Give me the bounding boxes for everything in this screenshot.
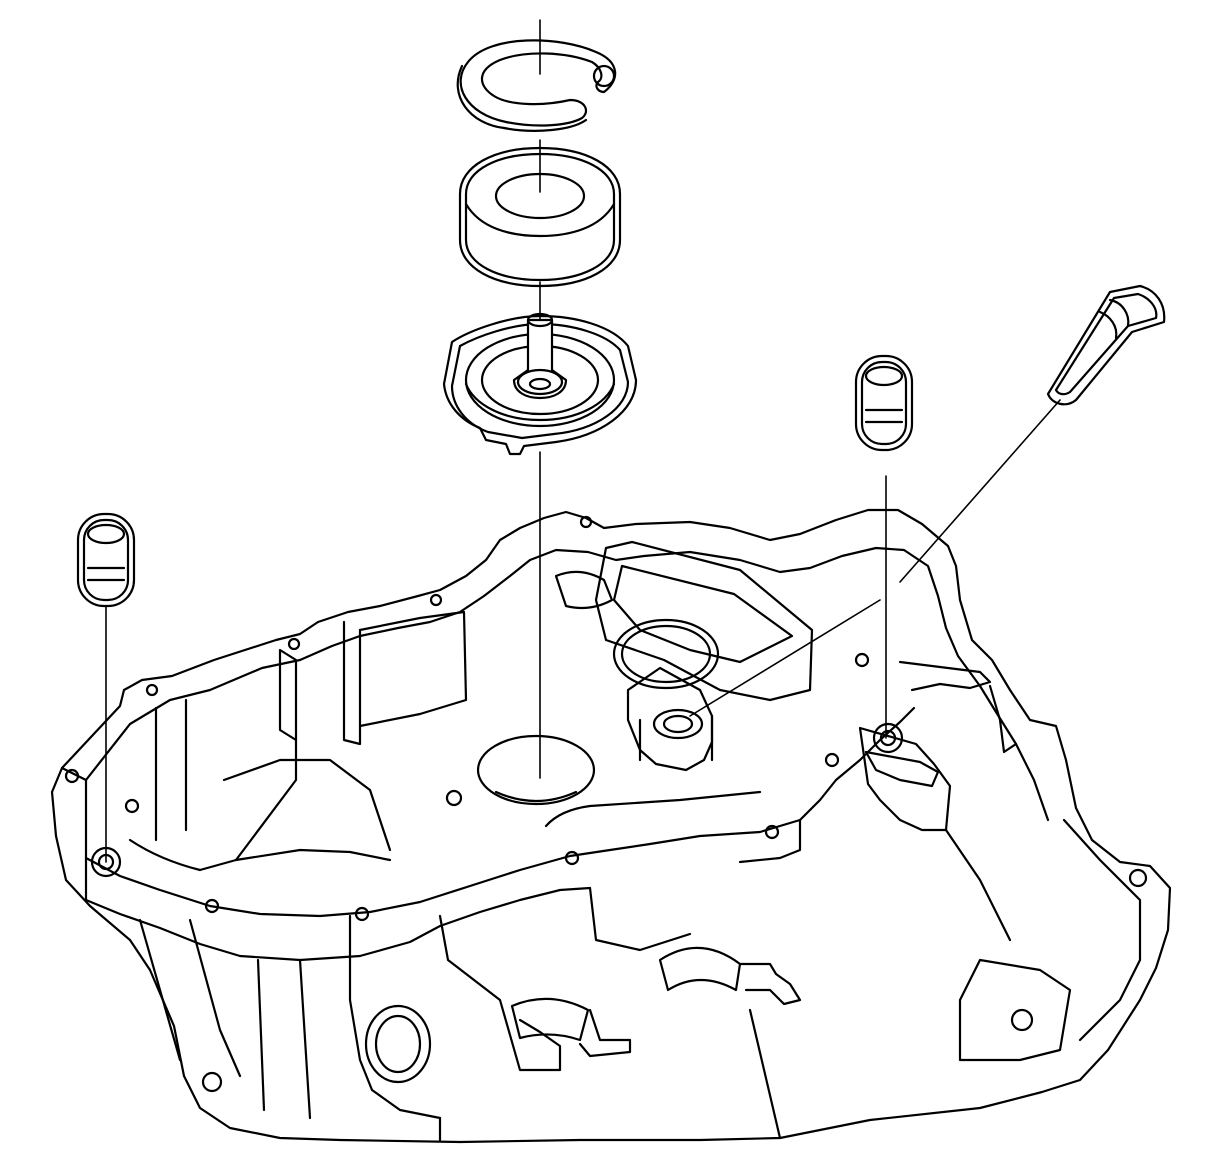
bearing <box>458 146 622 288</box>
assembly-centerlines <box>105 19 1061 863</box>
dowel-sleeve-left <box>76 512 136 608</box>
seal-retainer-with-tube <box>442 312 638 456</box>
center-bore <box>476 734 596 806</box>
dowel-sleeve-right <box>854 354 914 452</box>
snap-ring <box>456 39 617 132</box>
tapered-plug <box>1046 284 1166 406</box>
transaxle-case <box>50 508 1172 1144</box>
